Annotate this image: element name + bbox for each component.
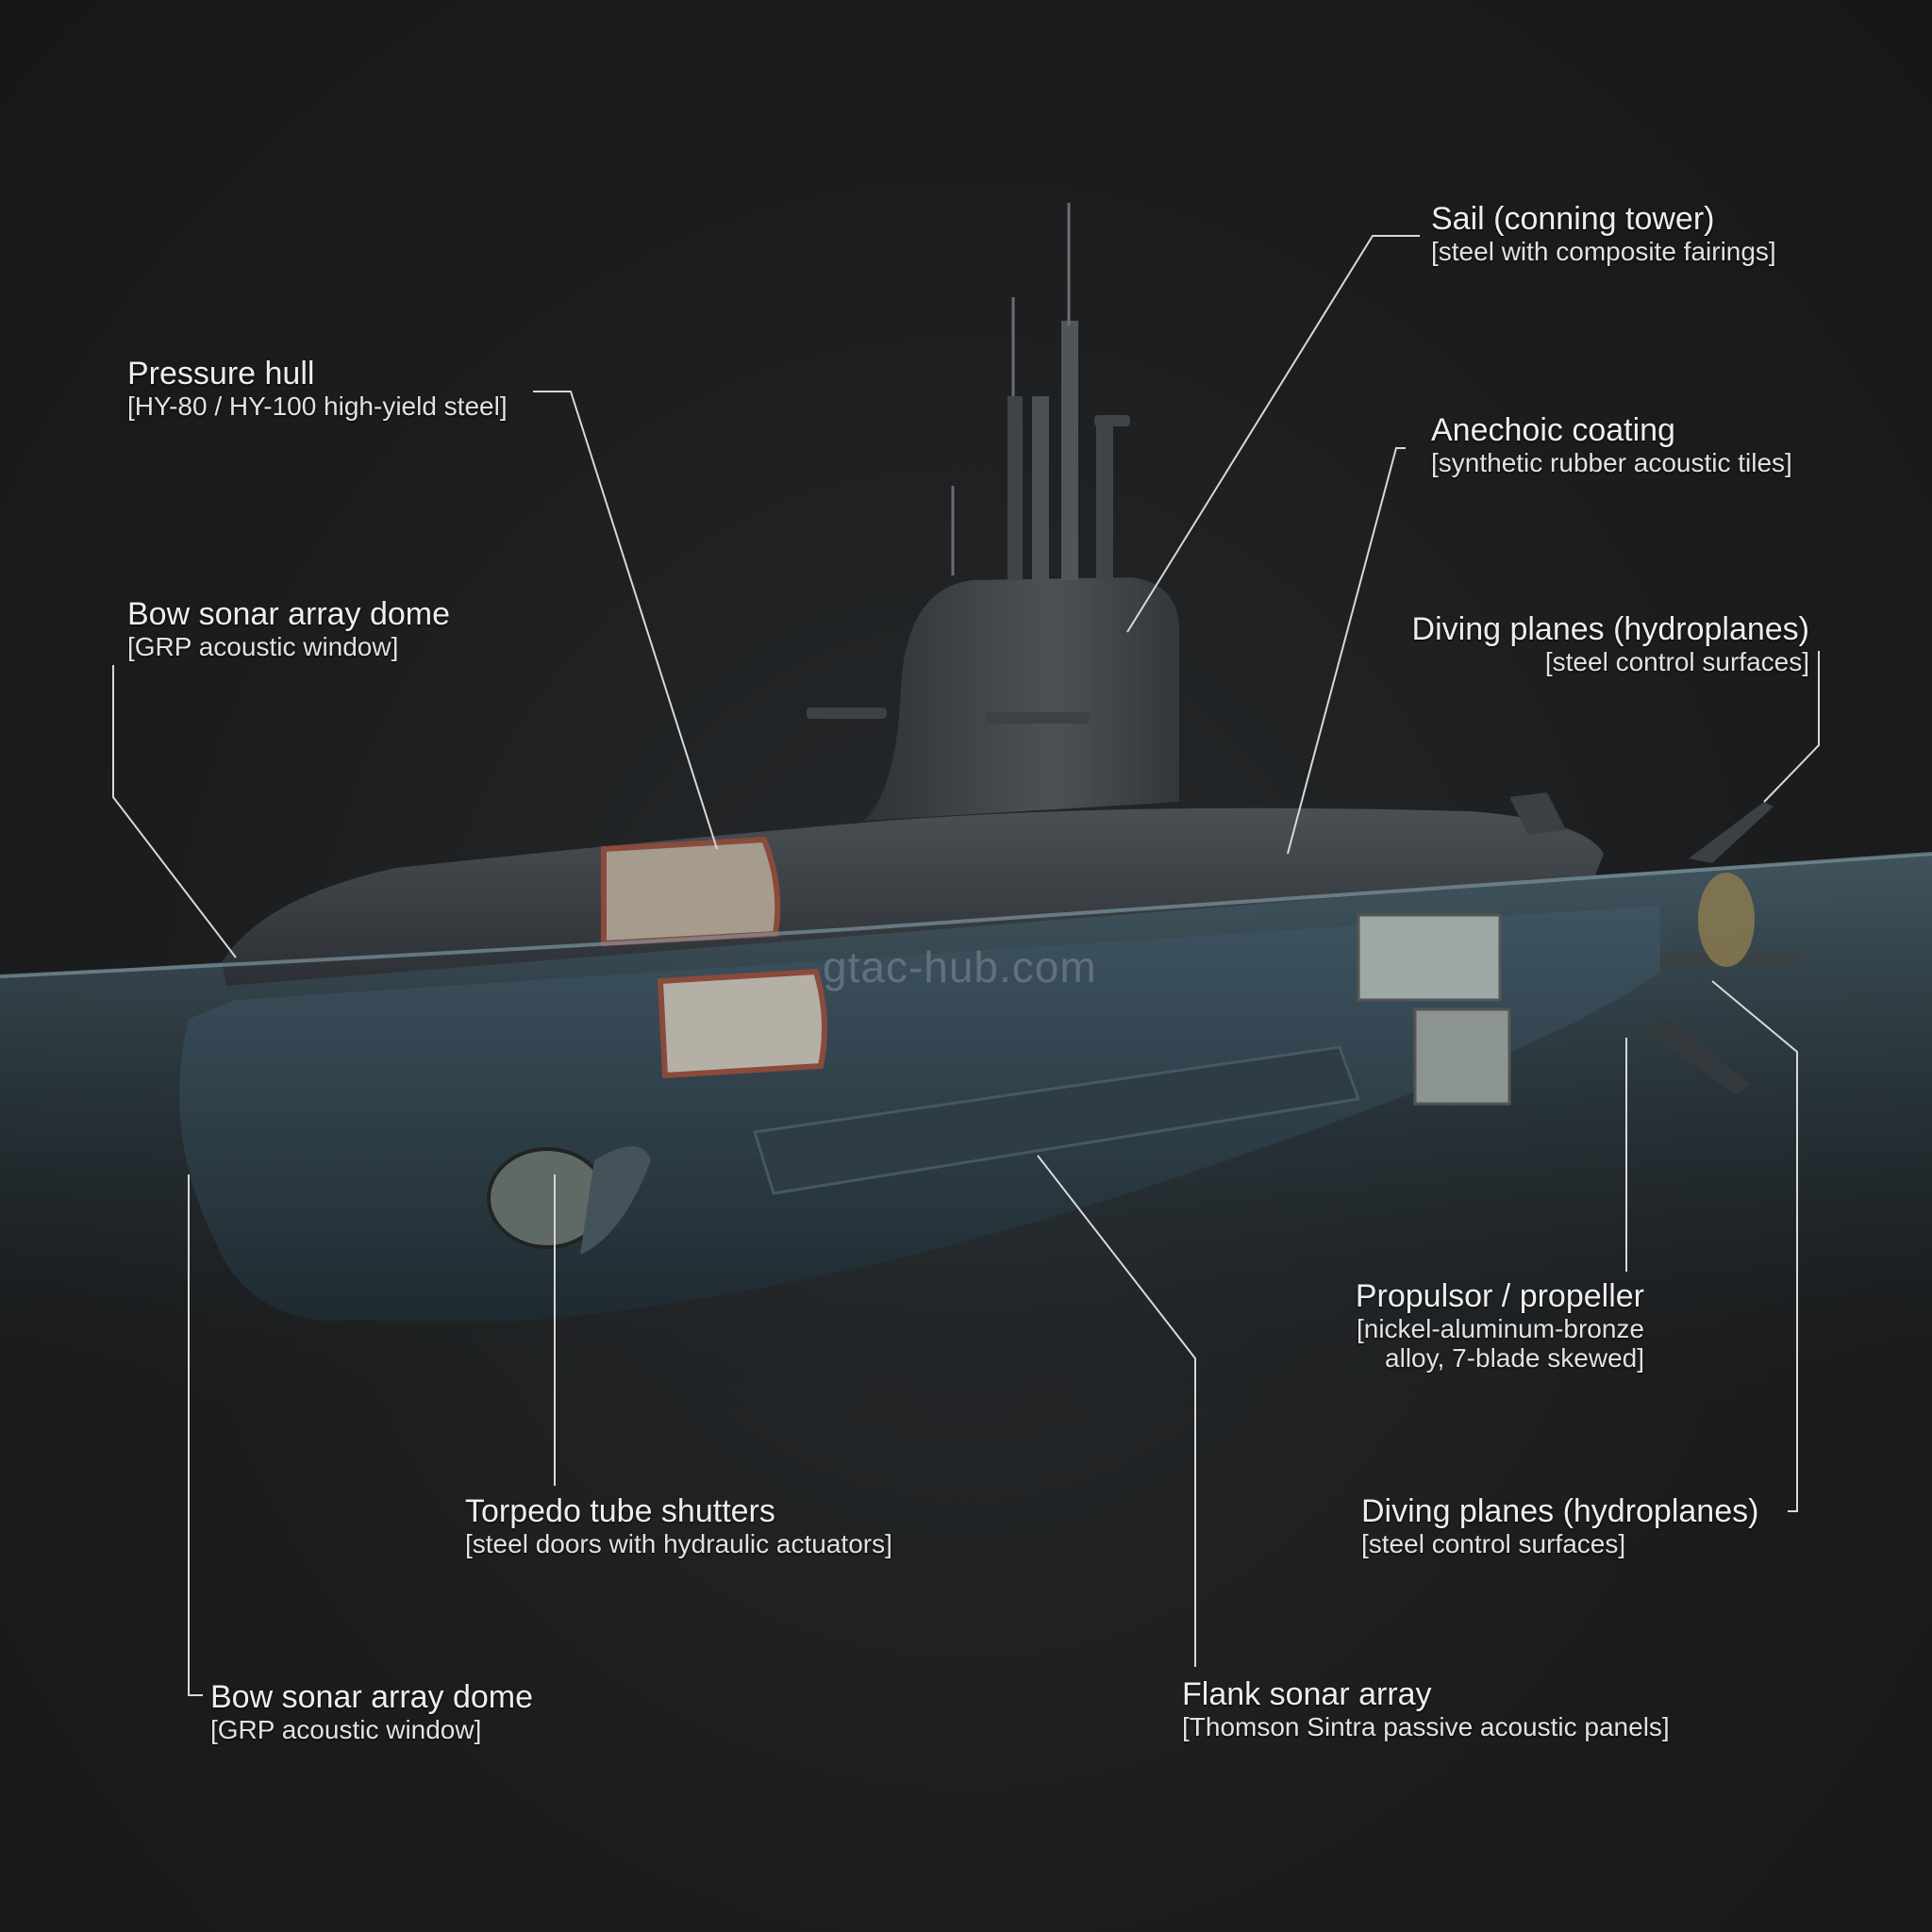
cutaway-forward-upper — [601, 836, 781, 947]
propeller — [1698, 873, 1755, 967]
cutaway-aft-lower — [1413, 1008, 1511, 1106]
callout-title: Anechoic coating — [1431, 412, 1675, 448]
callout-sail: Sail (conning tower) [steel with composi… — [1431, 201, 1776, 266]
callout-diving-planes-bottom: Diving planes (hydroplanes) [steel contr… — [1361, 1493, 1758, 1558]
callout-anechoic-coating: Anechoic coating [synthetic rubber acous… — [1431, 412, 1792, 477]
stern-plane-lower — [1641, 1019, 1750, 1094]
callout-title: Bow sonar array dome — [210, 1679, 534, 1715]
callout-propulsor: Propulsor / propeller [nickel-aluminum-b… — [1356, 1278, 1644, 1374]
cutaway-forward-lower — [657, 968, 827, 1079]
hull-surface — [222, 808, 1604, 986]
callout-diving-planes-top: Diving planes (hydroplanes) [steel contr… — [1412, 611, 1809, 676]
callout-detail: [steel doors with hydraulic actuators] — [465, 1529, 892, 1559]
callout-title: Flank sonar array — [1182, 1676, 1432, 1712]
callout-title: Torpedo tube shutters — [465, 1493, 775, 1529]
callout-detail: [HY-80 / HY-100 high-yield steel] — [127, 391, 508, 422]
callout-title: Diving planes (hydroplanes) — [1411, 611, 1809, 647]
stern-plane-upper — [1689, 802, 1774, 863]
callout-detail-line2: alloy, 7-blade skewed] — [1385, 1343, 1644, 1374]
callout-flank-sonar: Flank sonar array [Thomson Sintra passiv… — [1182, 1676, 1670, 1741]
waterline — [0, 852, 1932, 978]
callout-detail: [GRP acoustic window] — [127, 632, 399, 662]
callout-title: Bow sonar array dome — [127, 596, 451, 632]
callout-bow-sonar-top: Bow sonar array dome [GRP acoustic windo… — [127, 596, 450, 661]
callout-detail: [Thomson Sintra passive acoustic panels] — [1182, 1712, 1670, 1742]
callout-detail: [nickel-aluminum-bronze — [1356, 1314, 1644, 1344]
torpedo-shutter — [580, 1146, 651, 1255]
callout-title: Sail (conning tower) — [1431, 201, 1715, 237]
callout-torpedo-tube-shutters: Torpedo tube shutters [steel doors with … — [465, 1493, 892, 1558]
callout-title: Diving planes (hydroplanes) — [1361, 1493, 1759, 1529]
callout-detail: [synthetic rubber acoustic tiles] — [1431, 448, 1792, 478]
flank-sonar-panel — [753, 1045, 1361, 1195]
callout-detail: [steel with composite fairings] — [1431, 237, 1776, 267]
callout-bow-sonar-bottom: Bow sonar array dome [GRP acoustic windo… — [210, 1679, 533, 1744]
cutaway-aft-upper — [1357, 913, 1502, 1002]
callout-detail: [GRP acoustic window] — [210, 1715, 482, 1745]
leader-lines — [112, 235, 1820, 1696]
callout-pressure-hull: Pressure hull [HY-80 / HY-100 high-yield… — [127, 356, 508, 421]
watermark: gtac-hub.com — [823, 942, 1097, 991]
callout-detail: [steel control surfaces] — [1544, 647, 1809, 677]
sail — [863, 577, 1179, 821]
callout-detail: [steel control surfaces] — [1361, 1529, 1626, 1559]
callout-title: Pressure hull — [127, 356, 315, 391]
callout-title: Propulsor / propeller — [1355, 1278, 1644, 1314]
